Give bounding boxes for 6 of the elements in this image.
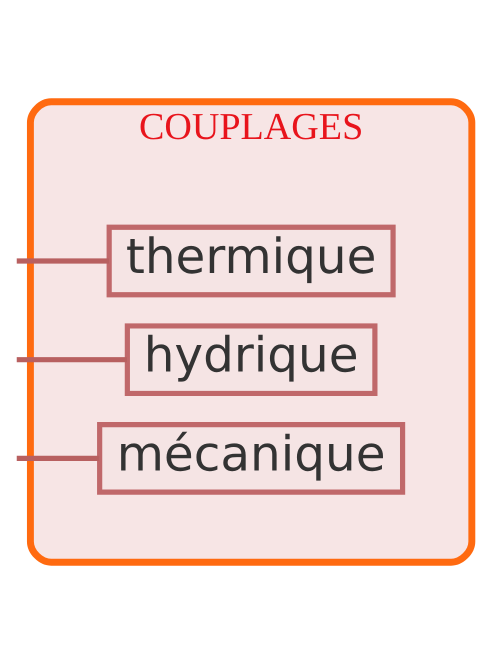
node-box: mécanique xyxy=(97,422,406,494)
connector xyxy=(16,356,127,362)
node-box: hydrique xyxy=(124,322,378,396)
connector xyxy=(16,258,109,264)
node-box: thermique xyxy=(106,224,396,297)
connector xyxy=(16,455,100,460)
